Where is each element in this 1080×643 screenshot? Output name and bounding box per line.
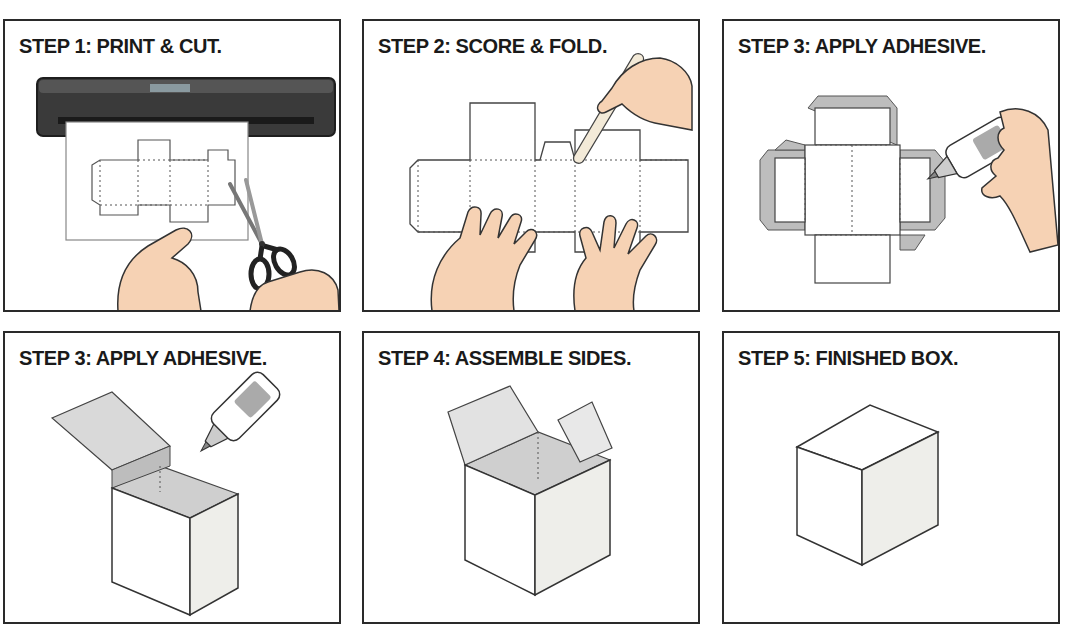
box-net-part-part	[418, 160, 419, 232]
open-box-part	[112, 446, 170, 488]
open-box	[52, 392, 238, 615]
glue-bottle-part	[926, 171, 938, 181]
step-heading: STEP 2: SCORE & FOLD.	[378, 35, 607, 57]
paper-sheet-part-part	[170, 160, 171, 205]
paper-sheet	[66, 122, 248, 240]
paper-sheet-part-part	[208, 160, 209, 205]
hands-part	[574, 216, 657, 311]
left-hand-part	[118, 228, 201, 311]
paper-sheet-part	[92, 140, 235, 222]
step-heading: STEP 3: APPLY ADHESIVE.	[19, 347, 267, 369]
box-net-part-part	[535, 160, 536, 232]
box-net-part	[900, 158, 930, 222]
step-panel: STEP 2: SCORE & FOLD.	[362, 19, 700, 312]
step-panel: STEP 3: APPLY ADHESIVE.	[722, 19, 1060, 312]
closed-box-part	[797, 447, 862, 565]
step-panel: STEP 4: ASSEMBLE SIDES.	[362, 331, 700, 624]
open-box-part	[535, 460, 610, 595]
glue-bottle-part	[199, 442, 210, 453]
box-net	[760, 96, 945, 283]
box-net-part	[775, 158, 805, 222]
printer-part	[39, 80, 333, 93]
box-net-part	[815, 235, 890, 283]
box-net-part	[775, 140, 805, 150]
box-net-part	[418, 160, 688, 232]
glue-bottle	[188, 369, 283, 464]
right-hand	[250, 270, 339, 311]
glue-bottle-part	[234, 380, 272, 418]
step-heading: STEP 5: FINISHED BOX.	[738, 347, 958, 369]
box-net-part	[805, 145, 900, 235]
scissors	[230, 180, 299, 289]
scissors-part	[230, 184, 262, 244]
box-net-part	[900, 235, 925, 250]
closed-box-part	[862, 432, 938, 565]
open-box-part	[448, 386, 538, 465]
step-panel: STEP 3: APPLY ADHESIVE.	[3, 331, 341, 624]
step-heading: STEP 3: APPLY ADHESIVE.	[738, 35, 986, 57]
box-net-part	[900, 150, 945, 230]
open-box-part	[160, 466, 161, 492]
hand-part	[982, 109, 1058, 252]
box-net-part	[815, 108, 890, 145]
step-panel: STEP 1: PRINT & CUT.	[3, 19, 341, 312]
hand	[982, 109, 1058, 252]
box-net-part	[808, 96, 897, 145]
open-box-part	[465, 465, 535, 595]
glue-bottle-part	[931, 156, 957, 182]
open-box-part	[190, 494, 238, 615]
box-net-part-part	[815, 235, 890, 236]
scissors-part	[260, 246, 262, 259]
box-net-part-part	[900, 158, 901, 222]
printer-part	[150, 84, 190, 92]
paper-sheet-part-part	[138, 160, 139, 205]
step-panel: STEP 5: FINISHED BOX.	[722, 331, 1060, 624]
open-box-part	[558, 402, 612, 462]
paper-sheet-part	[100, 160, 208, 205]
box-net-part	[760, 150, 805, 230]
open-box-part	[112, 488, 190, 615]
box-net-part	[410, 103, 688, 252]
box-net-part-part	[640, 160, 641, 232]
bone-folder-part	[598, 58, 692, 130]
scissors-part	[246, 180, 262, 244]
scissors-part	[264, 246, 278, 250]
paper-sheet-part-part	[100, 205, 208, 206]
open-box-part	[538, 432, 539, 480]
paper-sheet-part	[66, 122, 248, 240]
box-net-part-part	[805, 158, 806, 222]
box-net	[410, 103, 688, 252]
right-hand-part	[250, 270, 339, 311]
step-heading: STEP 4: ASSEMBLE SIDES.	[378, 347, 631, 369]
left-hand	[118, 228, 201, 311]
paper-sheet-part-part	[100, 160, 101, 205]
box-net-part-part	[575, 160, 576, 232]
open-box	[448, 386, 612, 595]
hands	[431, 207, 656, 311]
box-net-part	[805, 145, 900, 235]
bone-folder	[573, 54, 692, 164]
hands-part	[431, 207, 536, 311]
step-heading: STEP 1: PRINT & CUT.	[19, 35, 222, 57]
box-net-part-part	[852, 145, 853, 235]
paper-sheet-part-part	[138, 160, 208, 161]
closed-box	[797, 405, 938, 565]
